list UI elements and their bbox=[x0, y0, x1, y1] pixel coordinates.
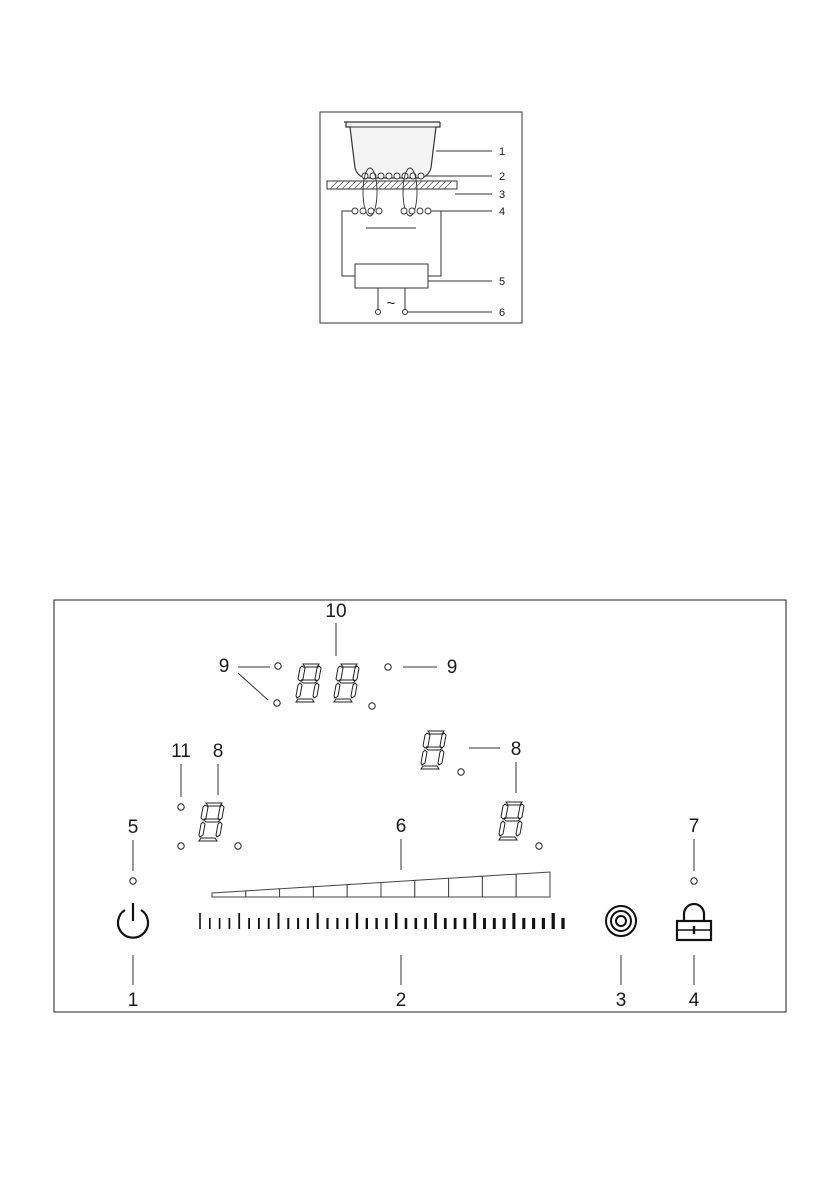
label-slider: 2 bbox=[396, 990, 407, 1011]
label-lock-indicator: 7 bbox=[689, 816, 700, 837]
label-zone-dot-left: 9 bbox=[219, 656, 230, 677]
label-power-level-bar: 6 bbox=[396, 816, 407, 837]
front-right-dot bbox=[536, 843, 542, 849]
zone-dot-top-left bbox=[275, 663, 281, 669]
callout-5: 5 bbox=[499, 276, 505, 288]
power-level-segment bbox=[280, 887, 314, 897]
callout-4: 4 bbox=[499, 206, 505, 218]
electronic-circuit-box bbox=[355, 264, 428, 288]
pot bbox=[344, 122, 440, 178]
timer-dot-indicator bbox=[369, 703, 375, 709]
lock-indicator-dot bbox=[691, 878, 697, 884]
label-power-indicator: 5 bbox=[128, 817, 139, 838]
label-left-extra-dot: 11 bbox=[171, 741, 191, 762]
label-lock-button: 4 bbox=[689, 990, 700, 1011]
zone-dot-bottom-left bbox=[274, 700, 280, 706]
induction-diagram: ~ 1 2 3 4 5 6 bbox=[320, 112, 522, 323]
label-power-button: 1 bbox=[128, 990, 139, 1011]
power-level-segment bbox=[516, 872, 550, 897]
label-boost-button: 3 bbox=[616, 990, 627, 1011]
left-display-dot-right bbox=[235, 843, 241, 849]
terminal-right bbox=[403, 310, 408, 315]
power-indicator-dot bbox=[130, 878, 136, 884]
label-left-display: 8 bbox=[213, 741, 224, 762]
zone-dot-right bbox=[385, 664, 391, 670]
power-level-segment bbox=[415, 878, 449, 897]
rear-right-dot bbox=[458, 769, 464, 775]
ac-symbol: ~ bbox=[387, 295, 396, 312]
control-panel-frame bbox=[54, 600, 786, 1012]
terminal-left bbox=[376, 310, 381, 315]
power-level-segment bbox=[347, 883, 381, 898]
callout-1: 1 bbox=[499, 146, 505, 158]
callout-2: 2 bbox=[499, 171, 505, 183]
left-extra-dot bbox=[178, 804, 184, 810]
power-level-segment bbox=[449, 876, 483, 897]
callout-6: 6 bbox=[499, 307, 505, 319]
left-display-dot-left bbox=[178, 843, 184, 849]
power-level-segment bbox=[482, 874, 516, 897]
callout-3: 3 bbox=[499, 189, 505, 201]
label-rear-right-display: 8 bbox=[511, 739, 522, 760]
power-level-segment bbox=[381, 880, 415, 897]
control-panel: 10 9 9 8 11 8 bbox=[54, 600, 786, 1012]
label-zone-dot-right: 9 bbox=[447, 657, 458, 678]
label-timer-display: 10 bbox=[325, 601, 346, 622]
power-level-segment bbox=[313, 885, 347, 897]
